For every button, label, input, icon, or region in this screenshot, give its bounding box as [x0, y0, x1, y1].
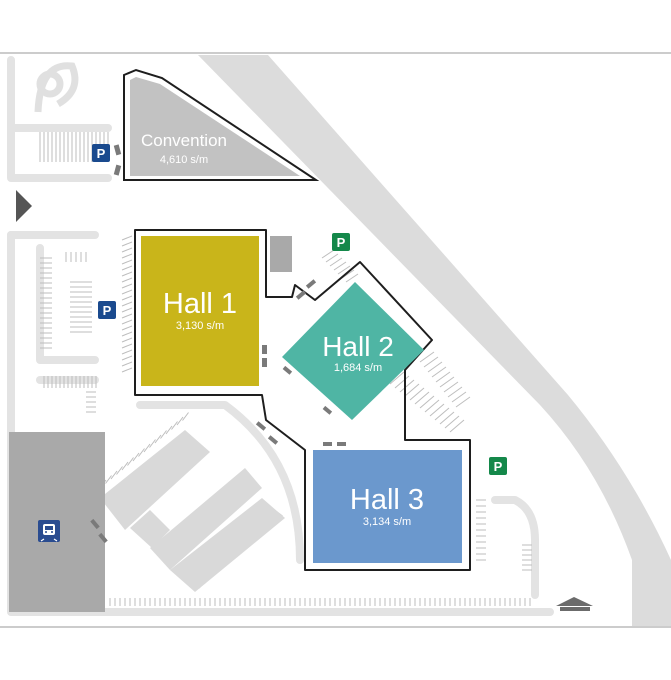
- parking-stall-line: [399, 379, 415, 393]
- parking-stall-line: [345, 273, 359, 283]
- parking-stall-line: [443, 381, 459, 393]
- parking-stall-line: [394, 375, 410, 389]
- parking-stall-line: [121, 461, 129, 471]
- parking-stall-line: [110, 470, 118, 480]
- parking-stall-line: [389, 371, 405, 385]
- parking-icon-west[interactable]: P: [98, 301, 116, 319]
- parking-stall-line: [429, 403, 445, 417]
- parking-stall-line: [121, 301, 133, 307]
- parking-stall-line: [451, 391, 467, 403]
- parking-stall-line: [455, 396, 471, 408]
- parking-stall-line: [132, 452, 140, 462]
- parking-label: P: [494, 459, 503, 474]
- parking-stall-line: [434, 407, 450, 421]
- parking-stall-line: [121, 349, 133, 355]
- parking-stall-line: [121, 367, 133, 373]
- parking-stall-line: [439, 411, 455, 425]
- parking-stall-line: [121, 247, 133, 253]
- parking-stall-line: [439, 376, 455, 388]
- parking-stall-line: [414, 391, 430, 405]
- parking-stall-line: [333, 261, 347, 271]
- parking-stall-line: [447, 386, 463, 398]
- parking-stall-line: [435, 371, 451, 383]
- parking-label: P: [97, 146, 106, 161]
- parking-stall-line: [154, 434, 162, 444]
- parking-stall-line: [121, 271, 133, 277]
- parking-icon-hall2[interactable]: P: [332, 233, 350, 251]
- parking-stall-line: [171, 421, 178, 430]
- parking-stall-line: [182, 412, 189, 421]
- parking-stall-line: [121, 235, 133, 241]
- parking-stall-line: [121, 259, 133, 265]
- parking-stall-line: [431, 366, 447, 378]
- hall-complex-outline: [134, 229, 471, 571]
- parking-stripes: [39, 132, 532, 606]
- entrance-markers: [90, 144, 346, 544]
- parking-stall-line: [419, 351, 435, 363]
- parking-icon-convention[interactable]: P: [92, 144, 110, 162]
- parking-stall-line: [121, 295, 133, 301]
- hall-1-label: Hall 1: [163, 288, 237, 320]
- parking-icon-hall3[interactable]: P: [489, 457, 507, 475]
- train-station-icon[interactable]: [38, 520, 60, 542]
- parking-stall-line: [404, 383, 420, 397]
- parking-stall-line: [121, 319, 133, 325]
- parking-lot-diagonal: [100, 430, 285, 592]
- parking-stall-line: [121, 283, 133, 289]
- roundabout: [34, 62, 79, 113]
- parking-stall-line: [409, 387, 425, 401]
- entrance-arrow-icon: [16, 190, 32, 222]
- parking-stall-line: [121, 307, 133, 313]
- parking-stall-line: [116, 466, 123, 475]
- convention-building[interactable]: [130, 77, 300, 176]
- hall-2-area: 1,684 s/m: [334, 362, 382, 374]
- parking-stall-line: [160, 430, 167, 439]
- parking-stall-line: [444, 415, 460, 429]
- annex-building: [270, 236, 292, 272]
- parking-stall-line: [121, 253, 133, 259]
- parking-stall-line: [121, 325, 133, 331]
- parking-stall-line: [121, 265, 133, 271]
- parking-stall-line: [121, 343, 133, 349]
- hall-1-area: 3,130 s/m: [176, 320, 224, 332]
- parking-stall-line: [325, 253, 339, 263]
- gate-icon: [556, 597, 593, 611]
- hall-3-label: Hall 3: [350, 484, 424, 516]
- parking-stall-line: [121, 331, 133, 337]
- parking-stall-line: [143, 443, 151, 453]
- parking-label: P: [337, 235, 346, 250]
- hall-2[interactable]: [282, 282, 424, 420]
- parking-stall-line: [449, 419, 465, 433]
- parking-stall-line: [121, 241, 133, 247]
- parking-stall-line: [121, 313, 133, 319]
- parking-stall-line: [121, 361, 133, 367]
- parking-stall-line: [138, 448, 145, 457]
- hall-3[interactable]: [313, 450, 462, 563]
- parking-stall-line: [321, 249, 335, 259]
- hall-3-area: 3,134 s/m: [363, 516, 411, 528]
- parking-stall-line: [329, 257, 343, 267]
- parking-stall-line: [127, 457, 134, 466]
- parking-label: P: [103, 303, 112, 318]
- parking-stall-line: [423, 356, 439, 368]
- convention-outline: [123, 68, 320, 181]
- parking-stall-line: [165, 425, 173, 435]
- hall-1[interactable]: [141, 236, 259, 386]
- convention-area: 4,610 s/m: [160, 154, 208, 166]
- parking-stall-line: [121, 355, 133, 361]
- hall-2-label: Hall 2: [322, 331, 394, 362]
- convention-label: Convention: [141, 131, 227, 150]
- parking-stall-line: [121, 289, 133, 295]
- parking-stall-line: [176, 416, 184, 426]
- parking-stall-line: [149, 439, 156, 448]
- parking-stall-line: [121, 277, 133, 283]
- parking-stall-line: [424, 399, 440, 413]
- parking-stall-line: [121, 337, 133, 343]
- parking-stall-line: [419, 395, 435, 409]
- parking-stall-line: [427, 361, 443, 373]
- parking-stall-line: [337, 265, 351, 275]
- parking-stall-line: [105, 475, 112, 484]
